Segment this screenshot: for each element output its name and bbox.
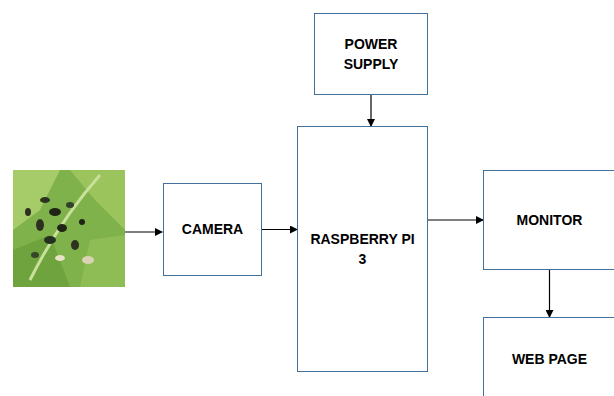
webpage-box: WEB PAGE [483, 317, 614, 396]
box-label: MONITOR [517, 210, 583, 230]
arrow-connector [428, 219, 483, 220]
box-label: RASPBERRY PI 3 [308, 229, 417, 270]
box-label: WEB PAGE [512, 349, 587, 369]
arrow-connector [262, 229, 297, 230]
camera-box: CAMERA [163, 183, 262, 276]
arrow-connector [549, 270, 550, 317]
processor-box: RASPBERRY PI 3 [297, 126, 428, 372]
box-label: CAMERA [182, 219, 243, 239]
monitor-box: MONITOR [483, 170, 614, 270]
power-box: POWER SUPPLY [314, 13, 428, 95]
box-label: POWER SUPPLY [325, 34, 417, 75]
arrow-connector [370, 95, 371, 126]
